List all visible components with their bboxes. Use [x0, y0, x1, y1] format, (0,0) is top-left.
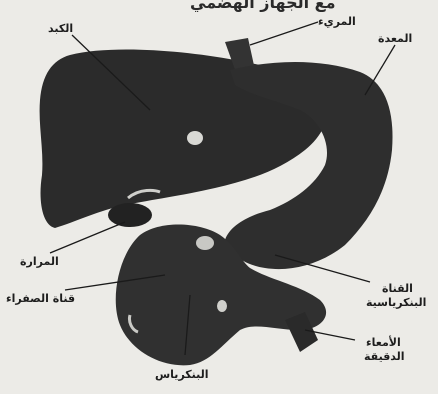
- highlight-3: [217, 300, 227, 312]
- label-small-intestine-line2: الدقيقة: [364, 350, 405, 363]
- label-stomach: المعدة: [378, 32, 412, 45]
- label-liver: الكبد: [48, 22, 73, 35]
- label-bile-duct: قناة الصفراء: [6, 292, 75, 305]
- label-gallbladder: المرارة: [20, 255, 59, 268]
- label-small-intestine-line1: الأمعاء: [366, 336, 401, 349]
- label-pancreas: البنكرياس: [155, 368, 209, 381]
- label-esophagus: المريء: [318, 15, 356, 28]
- highlight-1: [187, 131, 203, 145]
- stomach-leader: [365, 45, 395, 95]
- gallbladder-shape: [108, 203, 152, 227]
- highlight-2: [196, 236, 214, 250]
- gallbladder-leader: [50, 222, 125, 253]
- label-pancreatic-duct-line1: القناة: [382, 282, 413, 295]
- label-pancreatic-duct-line2: البنكرياسية: [366, 296, 426, 309]
- esophagus-leader: [250, 22, 318, 45]
